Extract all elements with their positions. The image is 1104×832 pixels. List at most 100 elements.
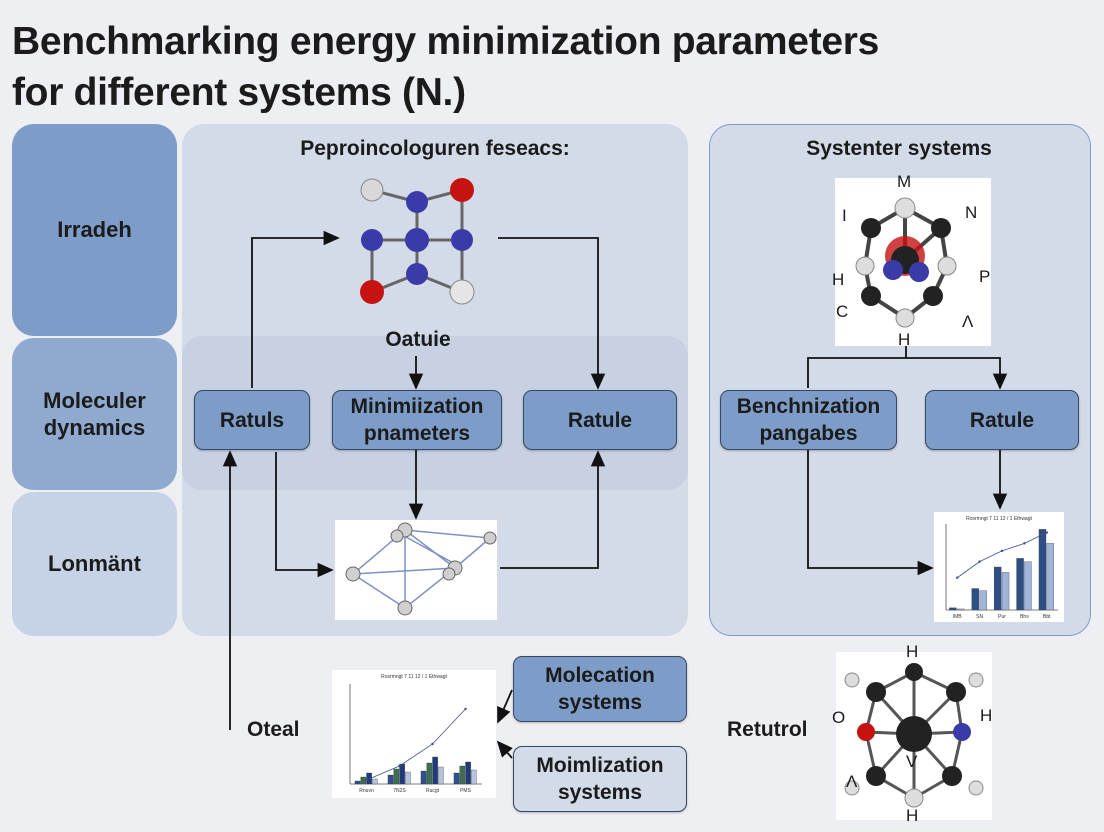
box-minimization-parameters-label: Minimiization pnameters — [350, 395, 484, 445]
box-ratule-right[interactable]: Ratule — [925, 390, 1079, 450]
row-band-irradeh: Irradeh — [12, 124, 177, 336]
chart-tick-label: Rnuvn — [359, 788, 374, 794]
row-label-lonmant: Lonmänt — [48, 551, 141, 576]
chart-bar — [387, 774, 394, 785]
chart-bar — [1016, 558, 1024, 611]
label-oteal: Oteal — [247, 718, 300, 741]
molecule-image-bottom-right — [836, 652, 992, 820]
chart-trend-point — [365, 778, 368, 782]
chart-title: Rosrmngt 7 11 12 / 1 Ethwagt — [966, 516, 1032, 522]
crystal-structure-image — [335, 520, 497, 620]
chart-trend-point — [978, 560, 981, 563]
chart-bar — [465, 761, 471, 785]
row-band-lonmant: Lonmänt — [12, 492, 177, 636]
chart-bar — [949, 607, 957, 611]
arrow-molecation-to-chart — [497, 689, 513, 724]
chart-tick-label: SN — [976, 614, 983, 620]
chart-bar — [1046, 543, 1055, 611]
chart-trend-point — [956, 576, 959, 579]
row-band-molecular-dynamics: Moleculer dynamics — [12, 338, 177, 490]
molecule-bottom-label-o: O — [832, 708, 846, 727]
chart-bar — [426, 762, 433, 785]
box-molecation-systems[interactable]: Molecation systems — [513, 656, 687, 722]
arrow-ratuls-to-molecule — [251, 230, 340, 388]
box-minimization-parameters[interactable]: Minimiization pnameters — [332, 390, 502, 450]
chart-bar — [405, 771, 411, 785]
chart-bar — [979, 590, 987, 611]
page-title: Benchmarking energy minimization paramet… — [12, 16, 1092, 118]
molecule-top-left-svg — [360, 178, 475, 305]
molecule-bottom-label-h-bottom: H — [906, 806, 919, 825]
chart-bar — [372, 778, 378, 785]
title-line-2: for different systems (N.) — [12, 71, 466, 114]
box-ratule-right-label: Ratule — [969, 408, 1035, 432]
molecule-bottom-label-h-top: H — [906, 642, 919, 661]
chart-tick-label: PMS — [460, 788, 472, 794]
chart-bar — [1038, 529, 1047, 611]
molecule-right-label-lambda: Λ — [962, 312, 974, 331]
right-panel-title: Systenter systems — [806, 137, 992, 160]
chart-bar — [971, 588, 979, 611]
arrow-crystal-to-ratule — [500, 450, 606, 569]
chart-trend-point — [1023, 542, 1026, 545]
chart-tick-label: Pur — [998, 614, 1006, 620]
chart-bar — [1024, 561, 1032, 611]
box-molecation-systems-label: Molecation systems — [545, 664, 655, 714]
chart-tick-label: IMB — [953, 614, 963, 620]
chart-trend-point — [1000, 549, 1004, 553]
chart-tick-label: Rucgt — [426, 788, 440, 794]
chart-bar — [438, 766, 444, 785]
box-ratuls-label: Ratuls — [219, 408, 285, 432]
chart-trend-line — [366, 708, 466, 781]
chart-bar — [453, 772, 460, 785]
chart-bar — [1001, 572, 1010, 611]
chart-tick-label: Bbt — [1043, 614, 1051, 620]
chart-bar — [471, 769, 477, 785]
molecule-bottom-svg — [844, 663, 984, 808]
chart-title: Rosrmngt 7 11 12 / 1 Ethwagt — [381, 674, 447, 680]
chart-tick-label: Bhs — [1020, 614, 1029, 620]
crystal-structure-svg — [345, 522, 497, 616]
box-moimlization-systems[interactable]: Moimlization systems — [513, 746, 687, 812]
molecule-bottom-label-lambda: Λ — [846, 772, 858, 791]
molecule-bottom-label-v: V — [906, 752, 918, 771]
molecule-image-top-left — [352, 172, 492, 307]
molecule-right-label-p: P — [979, 267, 991, 286]
chart-trend-point — [398, 764, 401, 768]
molecule-bottom-label-h-right: H — [980, 706, 993, 725]
box-ratule-left[interactable]: Ratule — [523, 390, 677, 450]
row-label-irradeh: Irradeh — [57, 217, 132, 242]
box-ratuls[interactable]: Ratuls — [194, 390, 310, 450]
molecule-right-label-c: C — [836, 302, 849, 321]
chart-bar — [994, 566, 1002, 611]
molecule-right-label-n: N — [965, 203, 978, 222]
chart-trend-point — [431, 742, 434, 746]
arrow-ratuls-to-crystal — [275, 452, 334, 578]
chart-bar — [354, 780, 361, 785]
box-ratule-left-label: Ratule — [567, 408, 633, 432]
chart-bar — [420, 770, 427, 785]
chart-bar — [393, 768, 400, 785]
molecule-right-label-m: M — [897, 172, 912, 191]
molecule-right-label-h: H — [832, 270, 845, 289]
molecule-image-right — [835, 178, 991, 346]
box-moimlization-systems-label: Moimlization systems — [536, 754, 664, 804]
molecule-right-label-h-bottom: H — [898, 330, 911, 349]
arrow-molecule-to-boxes — [807, 357, 1008, 390]
title-line-1: Benchmarking energy minimization paramet… — [12, 20, 880, 63]
left-panel-subtitle: Oatuie — [385, 328, 451, 351]
chart-bar — [459, 765, 466, 785]
chart-trend-point — [464, 707, 467, 711]
row-label-molecular-dynamics: Moleculer dynamics — [43, 388, 146, 440]
chart-tick-label: 7N2S — [393, 788, 406, 794]
arrow-benchmark-to-chart — [807, 450, 934, 576]
box-benchmark-ranges[interactable]: Benchnization pangabes — [720, 390, 897, 450]
chart-trend-point — [1045, 531, 1048, 534]
label-retutrol: Retutrol — [727, 718, 808, 741]
molecule-right-svg — [855, 197, 957, 328]
